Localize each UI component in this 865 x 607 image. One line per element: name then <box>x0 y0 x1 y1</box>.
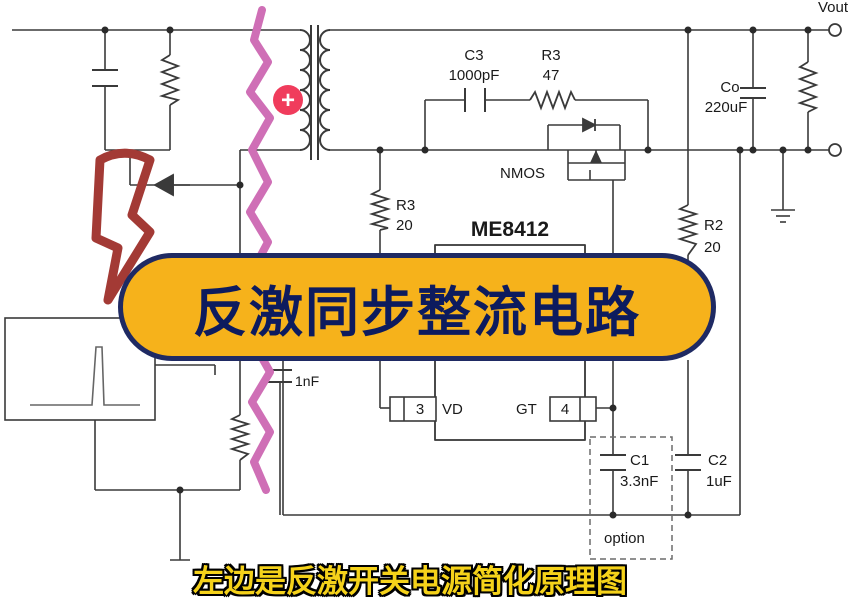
plus-badge-icon <box>273 85 303 115</box>
mosfet-body-arrow <box>590 150 602 163</box>
vout-terminal-top <box>828 23 842 37</box>
c4-value: 1nF <box>295 373 319 389</box>
c2-name: C2 <box>708 452 727 469</box>
r3b-value: 20 <box>396 217 413 234</box>
option-label: option <box>604 530 645 547</box>
chip-pin-4-box <box>549 396 597 422</box>
subtitle-caption: 左边是反激开关电源简化原理图 <box>193 563 627 600</box>
chip-pin-3-box <box>389 396 437 422</box>
co-value: 220uF <box>705 99 748 116</box>
option-dashed-box <box>589 436 673 560</box>
banner-title: 反激同步整流电路 <box>193 280 641 344</box>
capacitor-symbols <box>92 69 766 471</box>
c3-name: C3 <box>464 47 483 64</box>
red-lightning-arrow <box>91 148 155 305</box>
isolation-zigzag-line <box>246 6 274 494</box>
title-banner: 反激同步整流电路 <box>118 253 716 361</box>
resistor-symbols <box>158 54 819 461</box>
c1-value: 3.3nF <box>620 473 658 490</box>
c3-value: 1000pF <box>449 67 500 84</box>
nmos-label: NMOS <box>500 165 545 182</box>
r2-value: 20 <box>704 239 721 256</box>
c1-name: C1 <box>630 452 649 469</box>
chip-name: ME8412 <box>471 218 549 241</box>
pin3-number: 3 <box>416 401 424 418</box>
c2-value: 1uF <box>706 473 732 490</box>
r3a-name: R3 <box>541 47 560 64</box>
pin4-number: 4 <box>561 401 569 418</box>
pin3-name: VD <box>442 401 463 418</box>
r3b-name: R3 <box>396 197 415 214</box>
r2-name: R2 <box>704 217 723 234</box>
pulse-waveform <box>30 346 140 406</box>
diode-symbols <box>153 117 598 197</box>
plus-sign: + <box>281 87 295 114</box>
junction-dots <box>101 26 812 519</box>
vout-label: Vout <box>818 0 849 16</box>
r3a-value: 47 <box>543 67 560 84</box>
co-name: Co <box>720 79 739 96</box>
vout-terminal-bottom <box>828 143 842 157</box>
pin4-name: GT <box>516 401 537 418</box>
transformer <box>299 25 331 160</box>
